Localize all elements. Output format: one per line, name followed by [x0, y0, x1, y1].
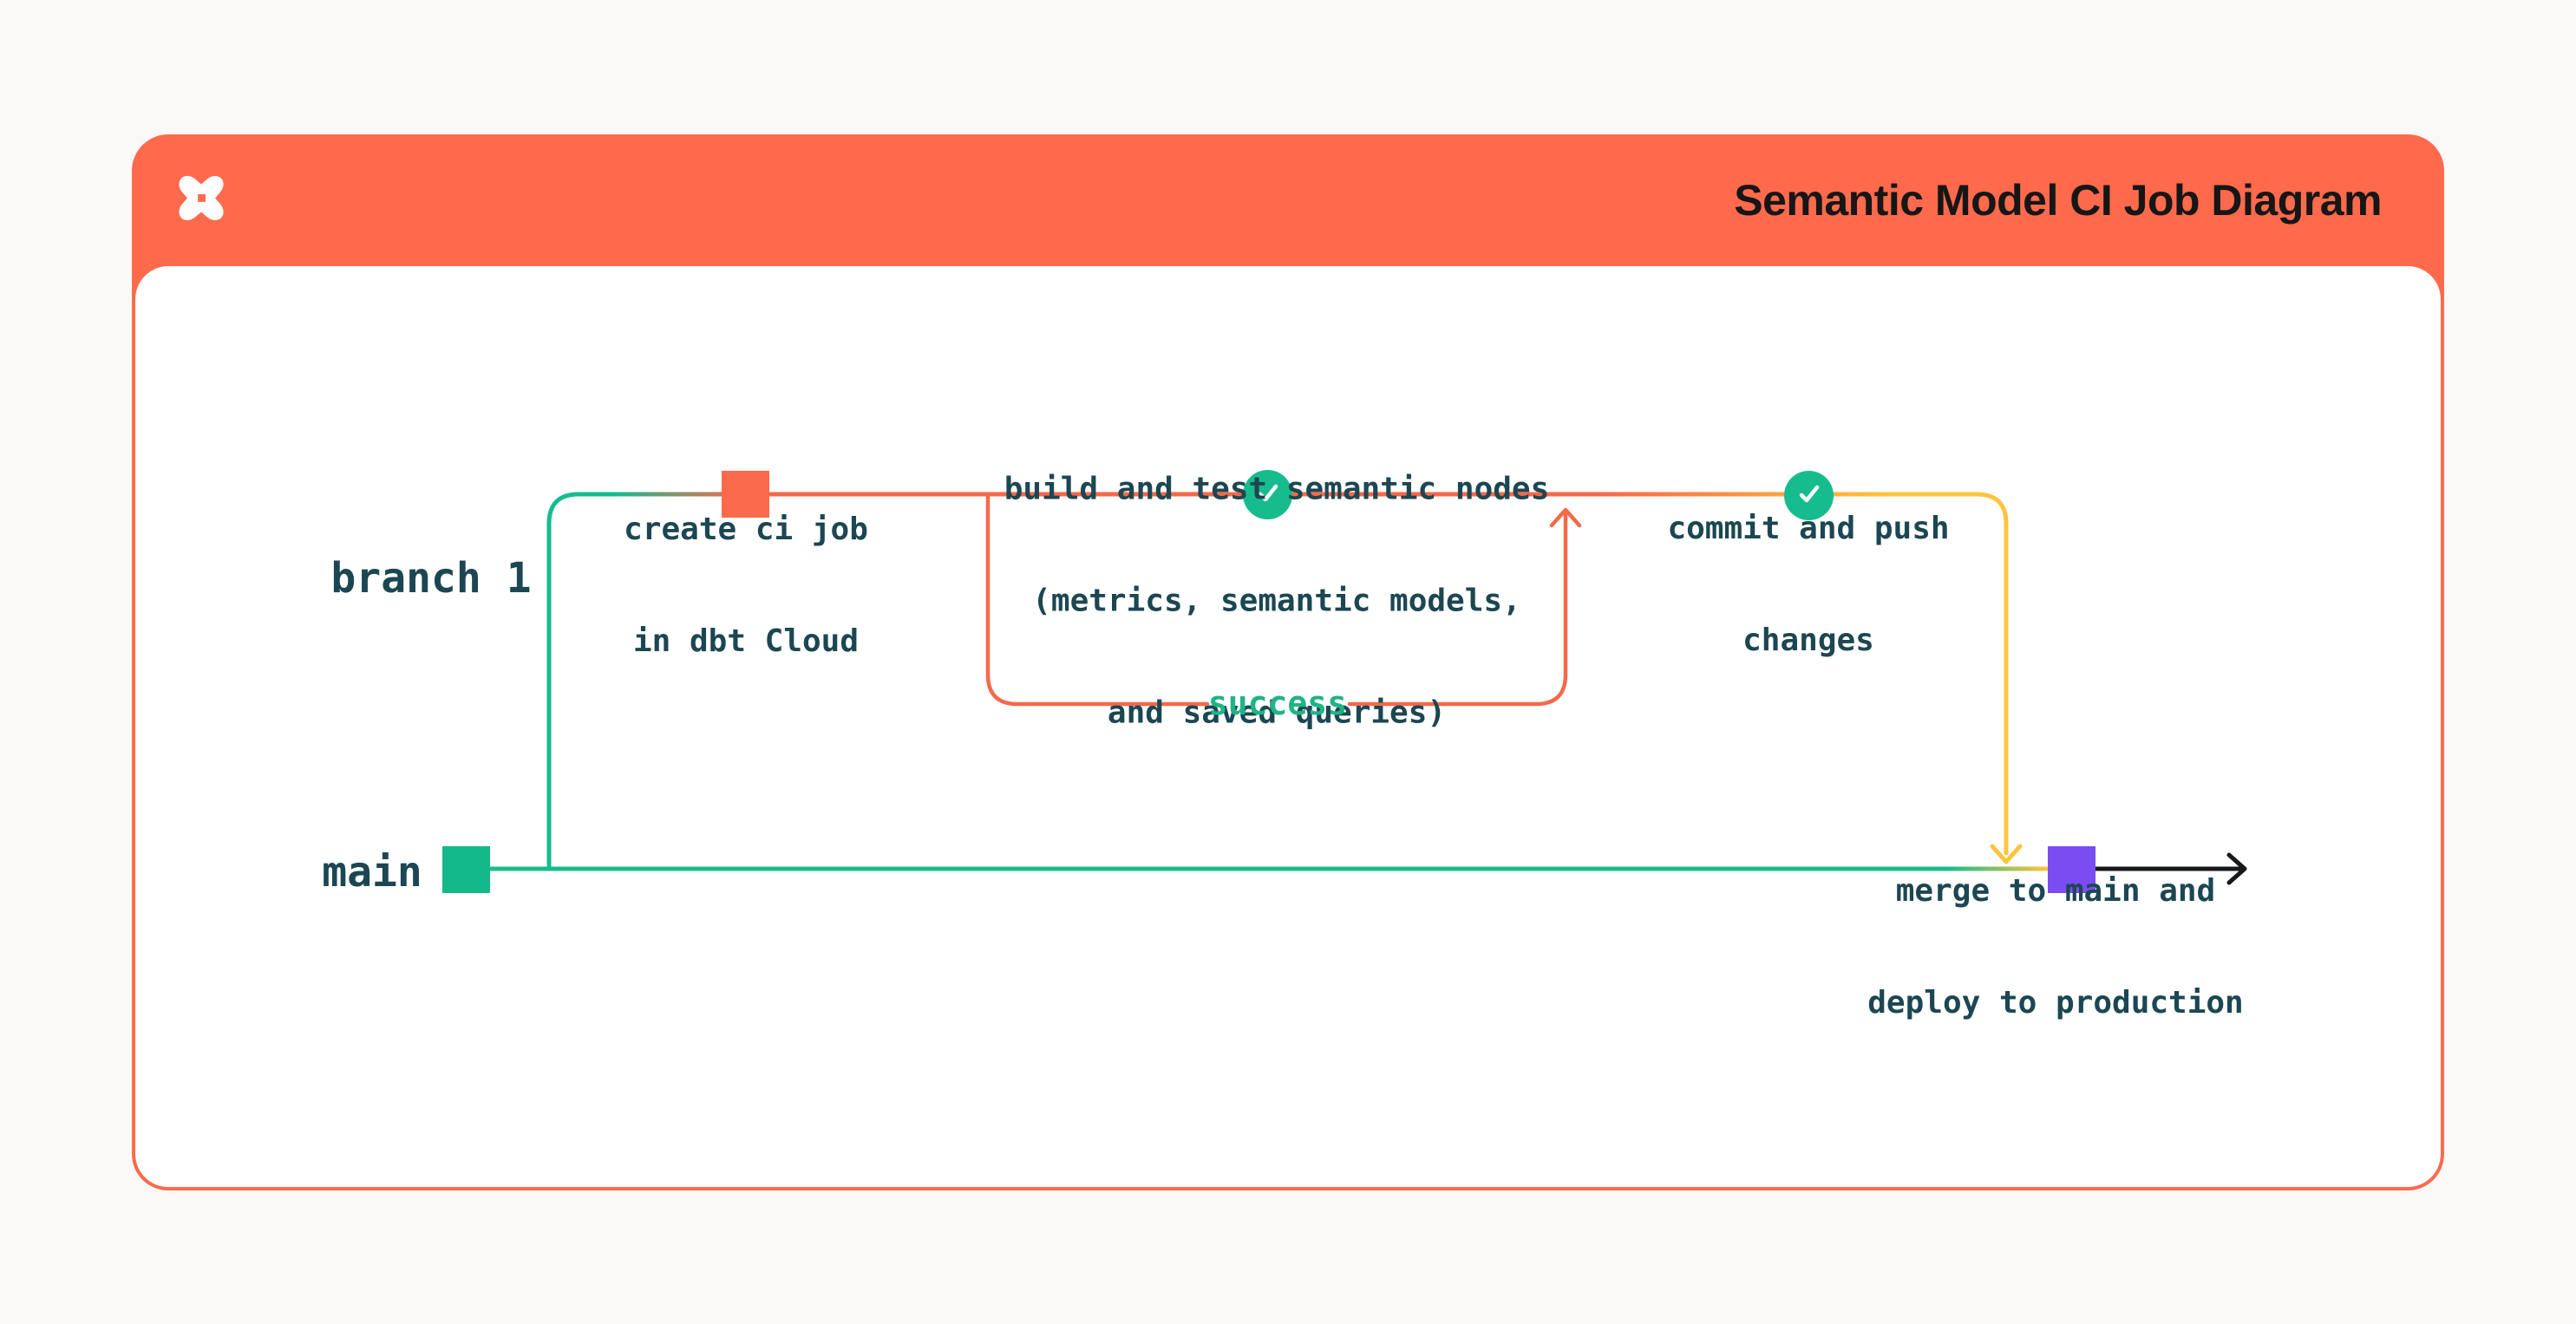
caption-line: merge to main and — [1895, 873, 2216, 909]
caption-line: deploy to production — [1867, 985, 2244, 1021]
commit-push-check-node — [1784, 471, 1834, 520]
success-loop-left — [985, 493, 1210, 707]
create-ci-job-commit-node — [722, 471, 769, 518]
checkmark-icon — [1795, 479, 1824, 512]
caption-line: changes — [1742, 623, 1874, 658]
merge-to-main-caption: merge to main and deploy to production — [1867, 798, 2243, 1096]
build-and-test-caption: build and test semantic nodes (metrics, … — [1004, 396, 1550, 806]
checkmark-icon — [1253, 479, 1283, 512]
build-test-check-node — [1243, 470, 1292, 519]
diagram-card: Semantic Model CI Job Diagram — [132, 134, 2444, 1190]
card-body — [135, 266, 2441, 1187]
page-title: Semantic Model CI Job Diagram — [1734, 176, 2382, 225]
dbt-star-logo-icon — [167, 165, 235, 232]
commit-and-push-caption: commit and push changes — [1667, 435, 1949, 734]
caption-line: build and test semantic nodes — [1004, 471, 1550, 507]
success-loop-arrowhead — [1549, 507, 1582, 528]
main-start-commit-node — [442, 846, 490, 893]
caption-line: in dbt Cloud — [632, 623, 860, 659]
main-label: main — [322, 848, 422, 897]
caption-line: (metrics, semantic models, — [1032, 583, 1521, 619]
branch1-merge-arrowhead — [1990, 844, 2023, 864]
caption-line: and saved queries) — [1107, 695, 1447, 731]
success-loop-label: success — [1207, 684, 1348, 722]
success-loop-right — [1347, 511, 1568, 707]
card-header: Semantic Model CI Job Diagram — [132, 134, 2444, 266]
create-ci-job-caption: create ci job in dbt Cloud — [624, 436, 868, 734]
caption-line: create ci job — [624, 512, 868, 547]
branch1-label: branch 1 — [330, 554, 532, 603]
deploy-arrowhead — [2226, 852, 2247, 885]
merge-to-main-commit-node — [2048, 846, 2095, 893]
caption-line: commit and push — [1667, 511, 1950, 546]
